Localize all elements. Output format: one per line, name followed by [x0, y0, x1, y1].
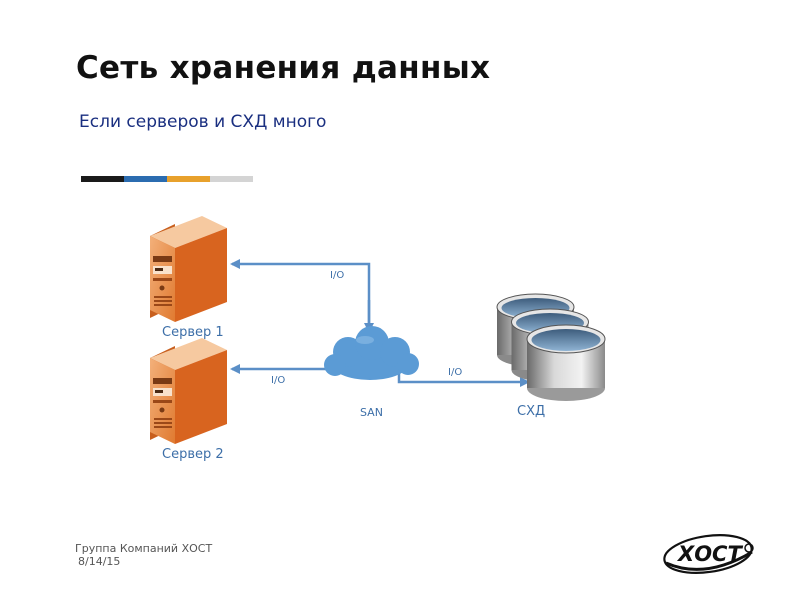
color-bar-segment-gray [210, 176, 253, 182]
color-bar-segment-blue [124, 176, 167, 182]
san-label: SAN [360, 406, 383, 419]
color-bar [81, 176, 253, 182]
io-label-right: I/O [448, 367, 462, 378]
logo-text: ХОСТ [676, 542, 743, 566]
page-title: Сеть хранения данных [76, 50, 491, 86]
io-label-top: I/O [330, 270, 344, 281]
server-2-label: Сервер 2 [162, 447, 224, 462]
io-label-left: I/O [271, 375, 285, 386]
link-server1-san [230, 259, 371, 330]
san-cloud-icon [324, 326, 419, 380]
storage-disk-3 [526, 324, 606, 401]
connection-links [230, 259, 530, 387]
storage-label: СХД [517, 404, 545, 419]
footer: Группа Компаний ХОСТ 8/14/15 [75, 542, 212, 568]
server-1-icon [150, 216, 227, 322]
server-1-label: Сервер 1 [162, 325, 224, 340]
color-bar-segment-yellow [167, 176, 210, 182]
page-subtitle: Если серверов и СХД много [79, 112, 327, 132]
footer-date: 8/14/15 [78, 555, 121, 568]
footer-company: Группа Компаний ХОСТ [75, 542, 213, 555]
server-2-icon [150, 338, 227, 444]
link-san-storage [397, 372, 530, 387]
company-logo: ХОСТ [663, 534, 754, 574]
storage-icon [496, 293, 606, 401]
color-bar-segment-black [81, 176, 124, 182]
